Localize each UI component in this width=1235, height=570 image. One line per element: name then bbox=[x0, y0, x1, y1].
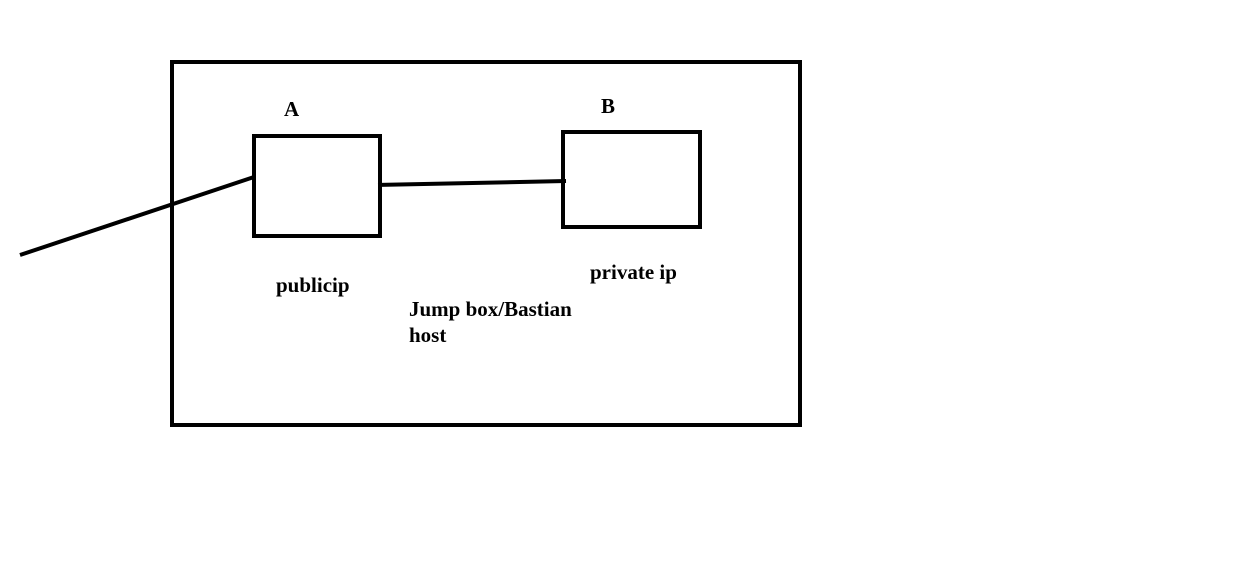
node-a-caption: publicip bbox=[276, 273, 350, 297]
node-b-box bbox=[561, 130, 702, 229]
jump-box-label-line1: Jump box/Bastian bbox=[409, 297, 572, 321]
node-a-box bbox=[252, 134, 382, 238]
external-connection-line bbox=[19, 175, 255, 257]
node-a-label: A bbox=[284, 97, 300, 121]
a-to-b-connection-line bbox=[377, 179, 567, 187]
jump-box-label-line2: host bbox=[409, 323, 447, 347]
node-b-label: B bbox=[601, 94, 616, 118]
node-b-caption: private ip bbox=[590, 260, 677, 284]
network-boundary-box bbox=[170, 60, 802, 427]
jump-box-label: Jump box/Bastian host bbox=[409, 296, 572, 348]
